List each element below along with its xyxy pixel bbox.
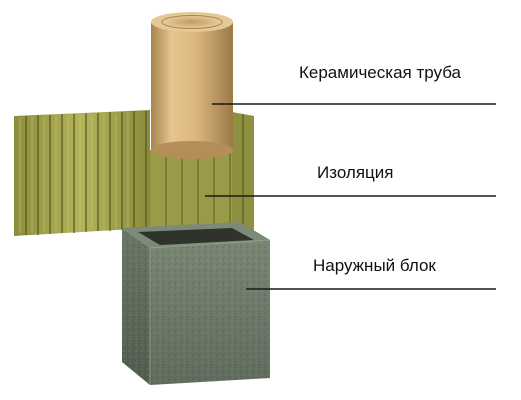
label-ceramic-pipe: Керамическая труба <box>299 63 461 82</box>
outer-block <box>122 222 271 385</box>
label-insulation: Изоляция <box>317 163 394 182</box>
insulation-panel <box>14 110 254 242</box>
label-outer-block: Наружный блок <box>313 256 436 275</box>
ceramic-pipe <box>151 12 233 159</box>
